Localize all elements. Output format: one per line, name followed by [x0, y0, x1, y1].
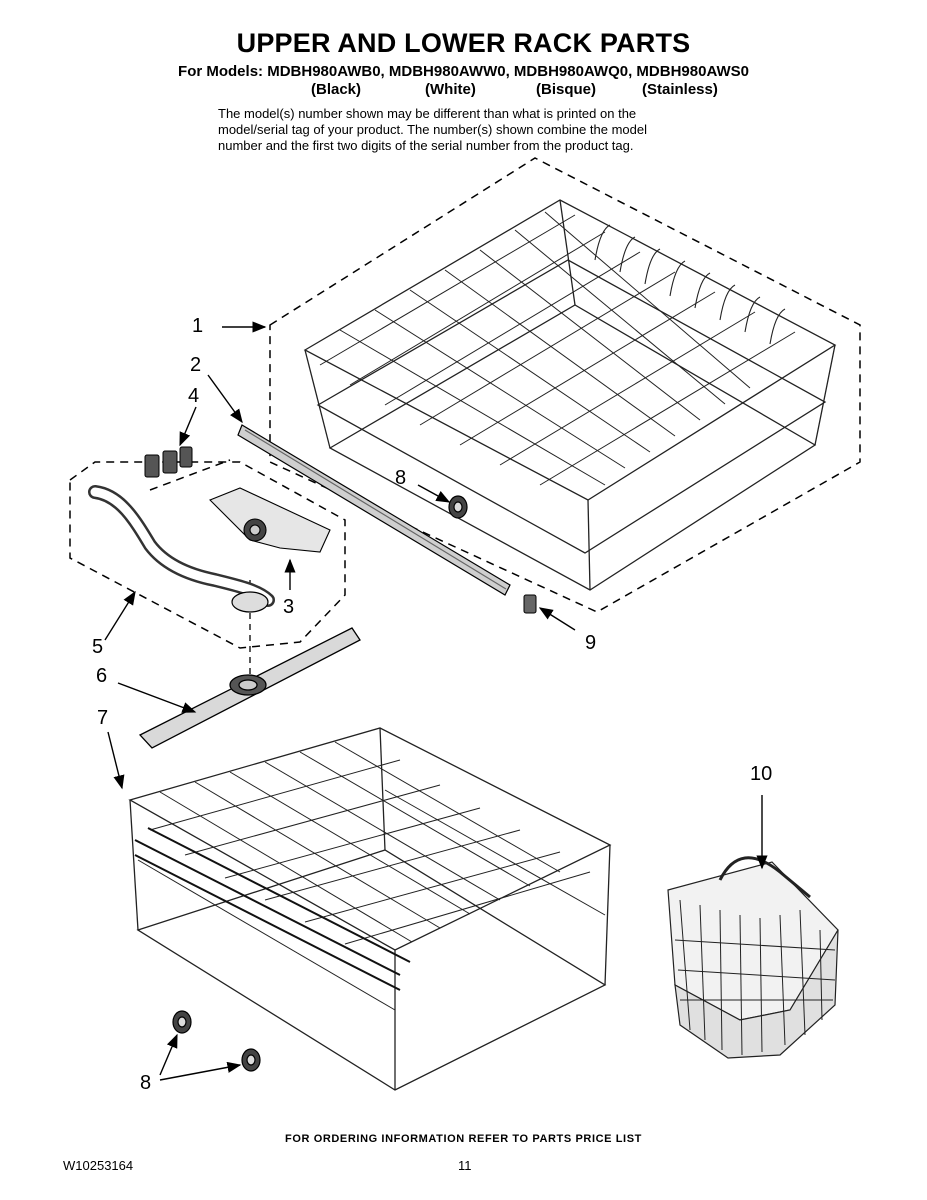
- part-8-wheels-lower: [172, 1010, 261, 1072]
- callout-8-upper: 8: [395, 467, 407, 489]
- callout-6: 6: [96, 665, 108, 687]
- callout-8-lower: 8: [140, 1072, 152, 1094]
- model-note: The model(s) number shown may be differe…: [218, 106, 738, 154]
- callout-5: 5: [92, 636, 104, 658]
- part-9-stop: [523, 594, 537, 614]
- models-line: For Models: MDBH980AWB0, MDBH980AWW0, MD…: [178, 63, 749, 80]
- part-10-silverware-basket: [667, 856, 839, 1059]
- callout-9: 9: [585, 632, 597, 654]
- lower-rack: [128, 727, 612, 1091]
- part-2-track: [237, 424, 511, 596]
- callout-3: 3: [283, 596, 295, 618]
- callout-leaders: [104, 321, 768, 1081]
- callout-4: 4: [188, 385, 200, 407]
- upper-rack: [303, 199, 837, 591]
- document-number: W10253164: [63, 1158, 134, 1173]
- spray-arm-group-outline: [69, 461, 346, 649]
- ordering-info: FOR ORDERING INFORMATION REFER TO PARTS …: [285, 1133, 642, 1145]
- upper-rack-outline: [269, 157, 861, 613]
- variant-white: (White): [425, 81, 476, 98]
- callout-10: 10: [750, 763, 773, 785]
- part-4-clips: [144, 446, 193, 478]
- page-title: UPPER AND LOWER RACK PARTS: [236, 28, 691, 58]
- note-line: The model(s) number shown may be differe…: [218, 106, 637, 121]
- variant-bisque: (Bisque): [536, 81, 596, 98]
- note-line: model/serial tag of your product. The nu…: [218, 122, 647, 137]
- page-number: 11: [458, 1158, 472, 1173]
- callout-2: 2: [190, 354, 202, 376]
- variant-black: (Black): [311, 81, 362, 98]
- part-8-wheel-upper: [448, 495, 468, 519]
- callout-7: 7: [97, 707, 109, 729]
- variant-stainless: (Stainless): [642, 81, 718, 98]
- note-line: number and the first two digits of the s…: [218, 138, 634, 153]
- callout-1: 1: [192, 315, 204, 337]
- part-3-manifold: [209, 487, 331, 553]
- part-6-spray-arm: [138, 627, 361, 749]
